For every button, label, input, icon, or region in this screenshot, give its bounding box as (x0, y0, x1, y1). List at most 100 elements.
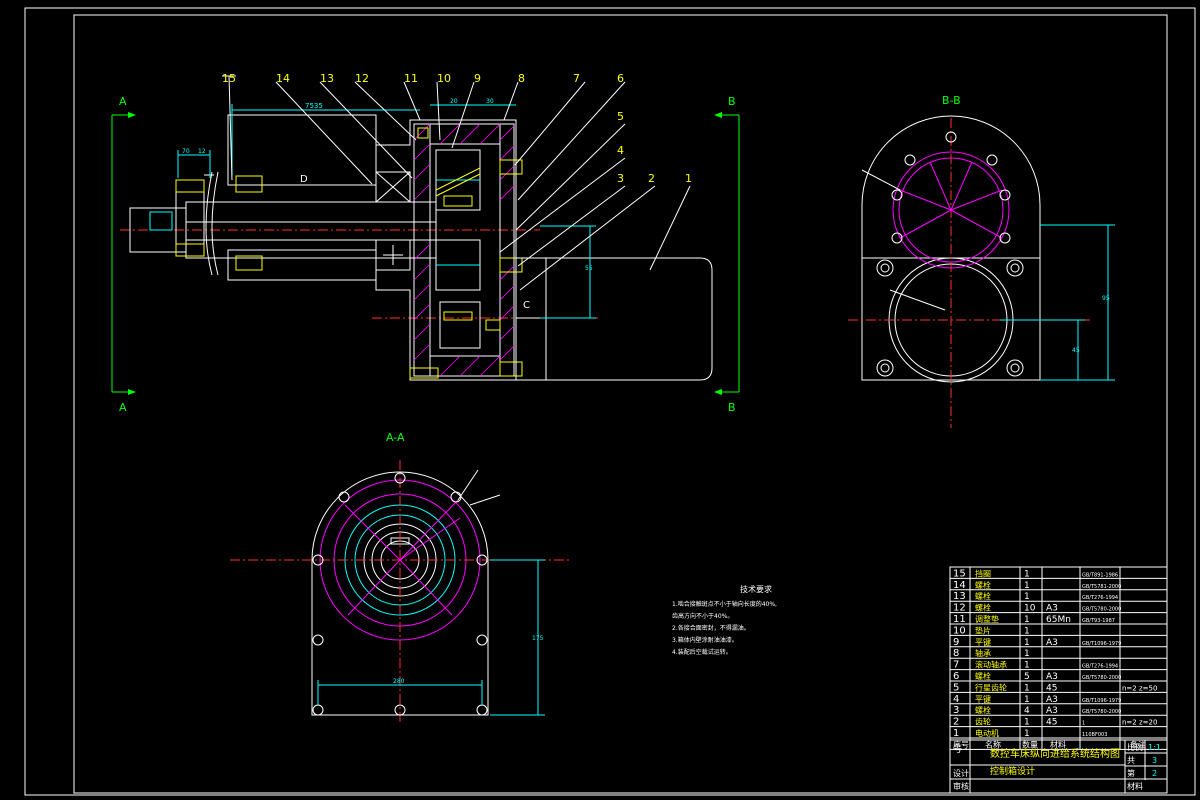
balloon-leaders (222, 75, 691, 291)
dim-n4: 20 (450, 98, 458, 105)
bom-row-name: 垫片 (975, 625, 991, 635)
bom-row-qty: 1 (1024, 626, 1030, 636)
balloon-2: 2 (648, 172, 655, 185)
bom-row-standard: GB/T5781-2000 (1082, 584, 1121, 590)
balloon-10: 10 (437, 72, 451, 85)
balloon-8: 8 (518, 72, 525, 85)
bom-header-material: 材料 (1050, 739, 1066, 749)
bom-header-qty: 数量 (1022, 739, 1038, 749)
bom-row-standard: GB/T1096-1979 (1082, 698, 1121, 704)
balloon-7: 7 (573, 72, 580, 85)
balloon-13: 13 (320, 72, 334, 85)
tech-note-2: 2.各接合面密封，不得漏油。 (672, 624, 750, 632)
drawing-title: 数控车床纵向进给系统结构图 (990, 747, 1120, 760)
bom-row-no: 6 (953, 671, 959, 682)
bom-row-standard: GB/T5780-2000 (1082, 709, 1121, 715)
bom-row-material: A3 (1046, 672, 1058, 682)
outer-border (24, 7, 1196, 796)
view-aa-label: A-A (386, 431, 405, 444)
view-aa: A-A 280 175 (230, 431, 570, 725)
bom-row-standard: GB/T276-1994 (1082, 664, 1118, 670)
bom-row-qty: 1 (1024, 592, 1030, 602)
label-d: D (300, 174, 308, 185)
bom-row-qty: 1 (1024, 649, 1030, 659)
label-c: C (523, 300, 530, 311)
dim-bb-h1: 95 (1102, 295, 1110, 302)
title-num-label: 号 (953, 744, 962, 755)
bom-row-no: 1 (953, 728, 959, 739)
drawing-subtitle: 控制箱设计 (990, 765, 1035, 777)
dim-n3: 55 (585, 265, 593, 272)
bom-row-name: 齿轮 (975, 717, 991, 727)
tech-note-1: 1.啮合接触斑点不小于轴向长度的40%, (672, 600, 777, 608)
bom-row-qty: 1 (1024, 661, 1030, 671)
cut-a-top-label: A (119, 95, 127, 108)
balloon-9: 9 (474, 72, 481, 85)
bom-row-material: A3 (1046, 706, 1058, 716)
bom-row-name: 螺栓 (975, 580, 991, 590)
bom-row-standard: GB/T93-1987 (1082, 618, 1115, 624)
balloon-3: 3 (617, 172, 624, 185)
balloon-11: 11 (404, 72, 418, 85)
dim-aa-width: 280 (393, 678, 405, 685)
bom-row-name: 调整垫 (975, 614, 999, 624)
bom-row-no: 12 (953, 603, 966, 614)
bom-row-standard: 110BF003 (1082, 732, 1107, 738)
bom-row-qty: 1 (1024, 683, 1030, 693)
balloon-1: 1 (685, 172, 692, 185)
bom-row-qty: 1 (1024, 638, 1030, 648)
designer-label: 设计 (953, 768, 969, 778)
tech-notes: 技术要求 1.啮合接触斑点不小于轴向长度的40%, 齿高方向不小于40%。 2.… (672, 584, 777, 656)
sheet-value: 2 (1152, 769, 1157, 778)
balloon-15: 15 (222, 72, 236, 85)
checker-label: 审核 (953, 781, 969, 791)
bom-row-no: 8 (953, 648, 959, 659)
bom-row-material: 45 (1046, 718, 1057, 728)
bom-row-no: 13 (953, 591, 966, 602)
bom-row-no: 7 (953, 660, 959, 671)
view-bb-label: B-B (942, 94, 961, 107)
bom-row-qty: 1 (1024, 615, 1030, 625)
dim-aa-height: 175 (532, 635, 544, 642)
bom-row-qty: 1 (1024, 569, 1030, 579)
bom-header-no: 序号 (953, 739, 969, 749)
tech-notes-title: 技术要求 (740, 584, 772, 594)
bom-row-name: 平键 (975, 637, 991, 647)
cut-b-bottom-label: B (728, 401, 736, 414)
balloon-numbers: 15 14 13 12 11 10 9 8 7 6 5 4 3 2 1 (222, 72, 692, 185)
dim-n2: 12 (198, 148, 206, 155)
bom-row-standard: GB/T5780-2000 (1082, 675, 1121, 681)
bom-row-no: 2 (953, 717, 959, 728)
tech-note-4: 4.装配后空载试运转。 (672, 648, 732, 656)
bom-row-standard: GB/T1096-1979 (1082, 641, 1121, 647)
bom-row-name: 平键 (975, 694, 991, 704)
bom-row-extra: n=2 z=50 (1122, 684, 1157, 692)
balloon-14: 14 (276, 72, 290, 85)
title-block: 号 数控车床纵向进给系统结构图 控制箱设计 设计 审核 比例 1:1 共 3 第… (949, 739, 1168, 794)
bom-row-material: 65Mn (1046, 615, 1071, 625)
bom-row-qty: 4 (1024, 706, 1030, 716)
bom-row-name: 行星齿轮 (975, 682, 1007, 692)
balloon-6: 6 (617, 72, 624, 85)
bom-row-no: 9 (953, 637, 959, 648)
bom-row-name: 滚动轴承 (975, 660, 1007, 670)
material-label: 材料 (1127, 781, 1143, 791)
bom-row-material: A3 (1046, 604, 1058, 614)
bom-row-material: A3 (1046, 695, 1058, 705)
bom-row-standard: GB/T5780-2000 (1082, 607, 1121, 613)
bom-row-name: 螺栓 (975, 705, 991, 715)
scale-value: 1:1 (1148, 743, 1161, 752)
sheets-value: 3 (1152, 756, 1157, 765)
cut-b-top-label: B (728, 95, 736, 108)
bom-row-qty: 10 (1024, 604, 1036, 614)
bom-row-material: 45 (1046, 683, 1057, 693)
inner-border (73, 14, 1168, 794)
bom-row-no: 5 (953, 682, 959, 693)
balloon-4: 4 (617, 144, 624, 157)
bom-row-standard: GB/T891-1986 (1082, 572, 1118, 578)
bom-row-name: 螺栓 (975, 603, 991, 613)
bom-row-material: A3 (1046, 638, 1058, 648)
tech-note-1b: 齿高方向不小于40%。 (672, 612, 733, 620)
